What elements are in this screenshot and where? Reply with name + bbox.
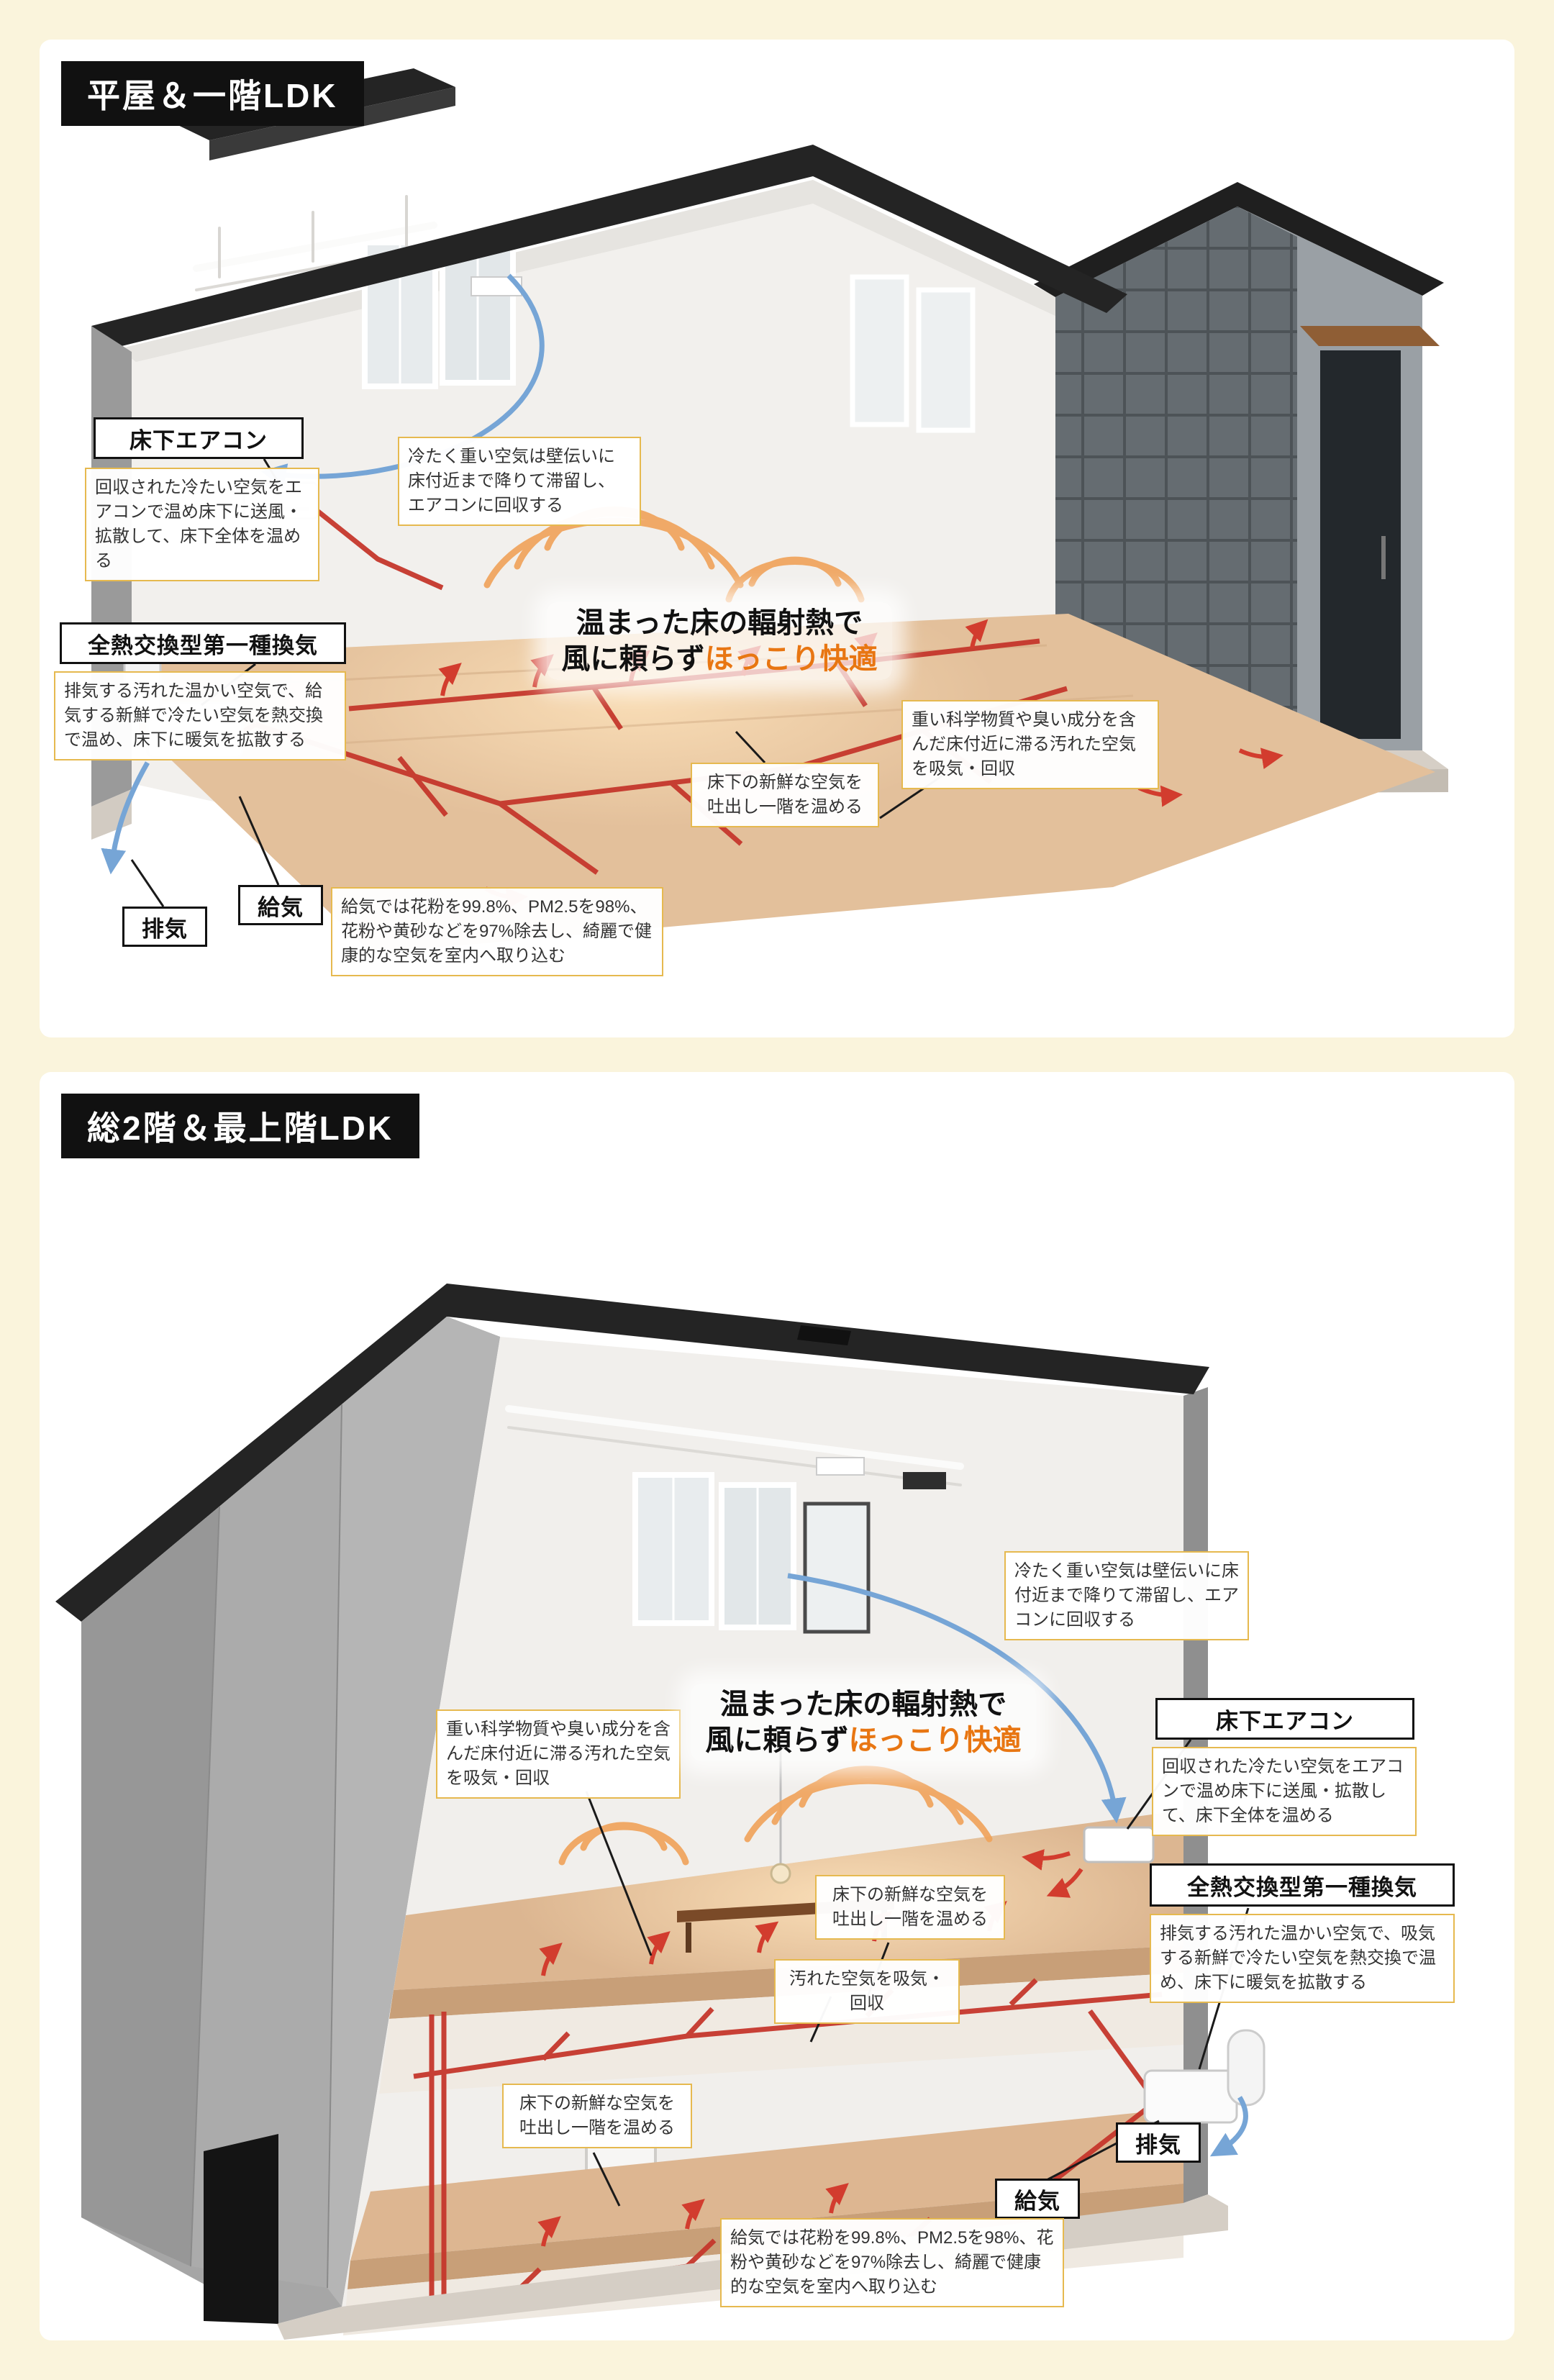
note-dirty-air-recovery: 重い科学物質や臭い成分を含んだ床付近に滞る汚れた空気を吸気・回収	[901, 700, 1159, 790]
radiant-line2: 風に頼らずほっこり快適	[696, 1722, 1030, 1758]
note-filter-performance: 給気では花粉を99.8%、PM2.5を98%、花粉や黄砂などを97%除去し、綺麗…	[331, 887, 663, 977]
radiant-line2-highlight: ほっこり快適	[848, 1725, 1022, 1756]
door-awning	[1300, 326, 1440, 346]
label-heat-exchange-ventilation: 全熱交換型第一種換気	[60, 622, 346, 664]
radiant-line2: 風に頼らずほっこり快適	[553, 641, 886, 677]
label-heat-exchange-ventilation: 全熱交換型第一種換気	[1150, 1863, 1455, 1907]
radiant-heat-arcs	[558, 1766, 993, 1866]
note-underfloor-aircon-desc: 回収された冷たい空気をエアコンで温め床下に送風・拡散して、床下全体を温める	[85, 468, 319, 582]
note-cold-air-behavior: 冷たく重い空気は壁伝いに床付近まで降りて滞留し、エアコンに回収する	[398, 437, 641, 527]
label-exhaust: 排気	[122, 907, 207, 947]
note-heat-exchange-desc: 排気する汚れた温かい空気で、吸気する新鮮で冷たい空気を熱交換で温め、床下に暖気を…	[1150, 1914, 1455, 2004]
radiant-line1: 温まった床の輻射熱で	[719, 1689, 1007, 1720]
label-underfloor-aircon: 床下エアコン	[1155, 1698, 1414, 1740]
note-fresh-air-outlet-lower: 床下の新鮮な空気を吐出し一階を温める	[502, 2084, 692, 2149]
note-underfloor-aircon-desc: 回収された冷たい空気をエアコンで温め床下に送風・拡散して、床下全体を温める	[1152, 1747, 1417, 1837]
note-dirty-air-short: 汚れた空気を吸気・回収	[774, 1959, 960, 2025]
upper-windows	[632, 1472, 871, 1634]
radiant-line2-prefix: 風に頼らず	[705, 1725, 849, 1756]
note-heat-exchange-desc: 排気する汚れた温かい空気で、給気する新鮮で冷たい空気を熱交換で温め、床下に暖気を…	[54, 671, 346, 761]
wall-opening	[204, 2134, 278, 2324]
label-supply: 給気	[238, 885, 323, 925]
ceiling-rails	[505, 1405, 964, 1489]
panel-two-story: 総2階＆最上階LDK 冷たく重い空気は壁伝いに床付近まで降りて滞留し、エアコンに…	[40, 1072, 1514, 2340]
panel1-title-badge: 平屋＆一階LDK	[61, 61, 364, 126]
entrance-block	[1034, 182, 1448, 794]
underfloor-aircon-unit	[1083, 1826, 1155, 1863]
note-filter-performance: 給気では花粉を99.8%、PM2.5を98%、花粉や黄砂などを97%除去し、綺麗…	[720, 2218, 1064, 2308]
note-cold-air-behavior: 冷たく重い空気は壁伝いに床付近まで降りて滞留し、エアコンに回収する	[1004, 1551, 1249, 1641]
radiant-heat-caption: 温まった床の輻射熱で 風に頼らずほっこり快適	[547, 602, 892, 680]
note-dirty-air-recovery: 重い科学物質や臭い成分を含んだ床付近に滞る汚れた空気を吸気・回収	[436, 1709, 681, 1799]
panel-single-story: 平屋＆一階LDK 床下エアコン 回収された冷たい空気をエアコンで温め床下に送風・…	[40, 40, 1514, 1037]
left-exterior-wall	[91, 326, 132, 840]
note-fresh-air-outlet: 床下の新鮮な空気を吐出し一階を温める	[691, 763, 879, 828]
tile-wall	[1055, 206, 1297, 750]
label-exhaust: 排気	[1116, 2122, 1201, 2163]
window-glass-doors	[362, 232, 976, 433]
left-exterior-wall	[81, 1317, 500, 2324]
entrance-door	[1320, 350, 1401, 739]
panel2-title-badge: 総2階＆最上階LDK	[61, 1094, 420, 1158]
radiant-line2-highlight: ほっこり快適	[704, 643, 878, 675]
underfloor-ducts	[218, 509, 1068, 875]
label-supply: 給気	[995, 2179, 1080, 2219]
radiant-heat-caption: 温まった床の輻射熱で 風に頼らずほっこり快適	[691, 1684, 1036, 1761]
label-underfloor-aircon: 床下エアコン	[94, 417, 304, 459]
heat-exchange-unit	[1143, 2029, 1266, 2124]
radiant-line1: 温まった床の輻射熱で	[576, 607, 863, 639]
cold-airflow-arrow	[787, 1573, 1248, 2157]
note-fresh-air-outlet-upper: 床下の新鮮な空気を吐出し一階を温める	[815, 1875, 1005, 1940]
roof	[55, 1284, 1209, 1622]
radiant-line2-prefix: 風に頼らず	[561, 643, 705, 675]
